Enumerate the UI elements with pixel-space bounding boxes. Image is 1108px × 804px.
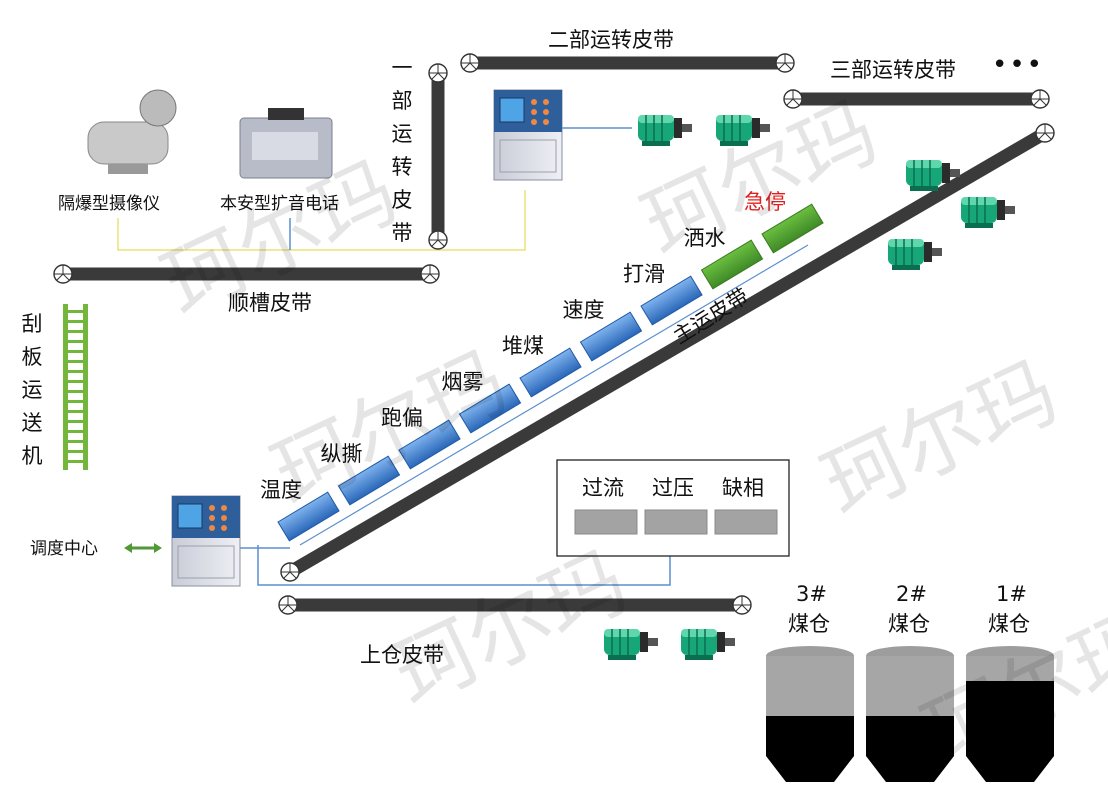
bin-1-hopper xyxy=(766,756,854,782)
electrical-label: 过流 xyxy=(582,476,624,500)
bin-3-coal-fill xyxy=(966,681,1054,756)
bin-3-hopper xyxy=(966,756,1054,782)
belt-2-label: 二部运转皮带 xyxy=(548,28,674,52)
dispatch-label: 调度中心 xyxy=(30,539,98,559)
sensor-bus-line xyxy=(299,244,809,546)
scraper-rung xyxy=(63,410,88,413)
bin-2-coal-fill xyxy=(866,716,954,756)
protection-label: 温度 xyxy=(260,478,302,502)
belt-3-pulley-end xyxy=(1030,89,1050,109)
motor-7-icon xyxy=(680,628,736,661)
scraper-rung xyxy=(63,360,88,363)
belt-2-pulley-end xyxy=(775,53,795,73)
protection-box-6 xyxy=(579,311,643,362)
protection-label: 纵撕 xyxy=(320,442,363,466)
scraper-rung xyxy=(63,440,88,443)
scraper-rung xyxy=(63,380,88,383)
motor-5-icon xyxy=(887,238,943,271)
bin-number: 1# xyxy=(996,582,1027,606)
belt-3-pulley-start xyxy=(783,89,803,109)
bin-name: 煤仓 xyxy=(888,612,930,636)
protection-box-2 xyxy=(337,455,401,506)
protection-label: 跑偏 xyxy=(381,406,423,430)
bin-2-hopper xyxy=(866,756,954,782)
more-dots: ••• xyxy=(992,50,1045,80)
chute-belt-pulley-start xyxy=(53,264,73,284)
protection-box-8 xyxy=(700,239,764,290)
camera-signal-line xyxy=(117,190,526,251)
protection-box-1 xyxy=(277,491,340,542)
scraper-rung xyxy=(63,460,88,463)
main-belt xyxy=(283,126,1052,579)
belt-1-pulley-end xyxy=(428,230,448,250)
protection-box-5 xyxy=(519,347,582,398)
motor-4-icon xyxy=(960,196,1016,229)
main-belt-pulley-end xyxy=(1035,123,1055,143)
belt-3-label: 三部运转皮带 xyxy=(830,58,956,82)
scraper-rung xyxy=(63,370,88,373)
bin-number: 2# xyxy=(896,582,927,606)
bin-name: 煤仓 xyxy=(988,612,1030,636)
protection-box-7 xyxy=(640,275,703,326)
protection-label: 烟雾 xyxy=(441,370,484,394)
camera-label: 隔爆型摄像仪 xyxy=(58,194,160,214)
bin-1-coal-fill xyxy=(766,716,854,756)
scraper-rung xyxy=(63,390,88,393)
belt-1-pulley-start xyxy=(428,63,448,83)
bin-name: 煤仓 xyxy=(788,612,830,636)
belt-1-label: 一部运转皮带 xyxy=(391,56,413,245)
electrical-label: 缺相 xyxy=(722,476,764,500)
electrical-label: 过压 xyxy=(652,476,694,500)
protection-label: 速度 xyxy=(562,298,605,322)
upper-bin-belt-label: 上仓皮带 xyxy=(360,643,444,667)
scraper-rung xyxy=(63,340,88,343)
belt-2-pulley-start xyxy=(460,53,480,73)
phone-grill xyxy=(252,132,318,160)
protection-box-9 xyxy=(761,203,824,254)
protection-label: 急停 xyxy=(744,190,786,214)
protection-box-3 xyxy=(398,419,461,470)
scraper-rung xyxy=(63,350,88,353)
protection-label: 打滑 xyxy=(623,262,665,286)
camera-mount xyxy=(108,164,148,174)
dispatch-electrical-line xyxy=(257,545,671,586)
camera-lens xyxy=(139,89,177,127)
scraper-rung xyxy=(63,320,88,323)
dispatch-arrow-head-left xyxy=(124,543,132,553)
electrical-panel xyxy=(556,459,790,557)
control-cabinet-dispatch xyxy=(171,495,241,587)
electrical-box-3 xyxy=(714,509,778,535)
phone-top xyxy=(268,108,304,120)
protection-box-4 xyxy=(458,383,522,434)
control-cabinet-top xyxy=(493,89,563,181)
motor-1-icon xyxy=(637,114,693,147)
upper-bin-belt-pulley-start xyxy=(278,595,298,615)
scraper-rail-right xyxy=(83,304,88,470)
motor-6-icon xyxy=(603,628,659,661)
protection-label: 洒水 xyxy=(683,226,726,250)
bin-number: 3# xyxy=(796,582,827,606)
scraper-label: 刮板运送机 xyxy=(21,312,43,468)
scraper-rung xyxy=(63,420,88,423)
electrical-box-2 xyxy=(644,509,708,535)
electrical-box-1 xyxy=(574,509,638,535)
main-belt-pulley-start xyxy=(280,562,300,582)
scraper-rung xyxy=(63,430,88,433)
upper-bin-belt-pulley-end xyxy=(732,595,752,615)
scraper-rung xyxy=(63,450,88,453)
dispatch-arrow-head-right xyxy=(154,543,162,553)
chute-belt-label: 顺槽皮带 xyxy=(228,291,312,315)
phone-label: 本安型扩音电话 xyxy=(220,194,339,214)
chute-belt-pulley-end xyxy=(420,264,440,284)
protection-label: 堆煤 xyxy=(502,334,544,358)
motor-2-icon xyxy=(715,114,771,147)
scraper-rung xyxy=(63,400,88,403)
scraper-rung xyxy=(63,310,88,313)
camera-body xyxy=(87,121,169,165)
scraper-rung xyxy=(63,330,88,333)
scraper-rail-left xyxy=(63,304,68,470)
